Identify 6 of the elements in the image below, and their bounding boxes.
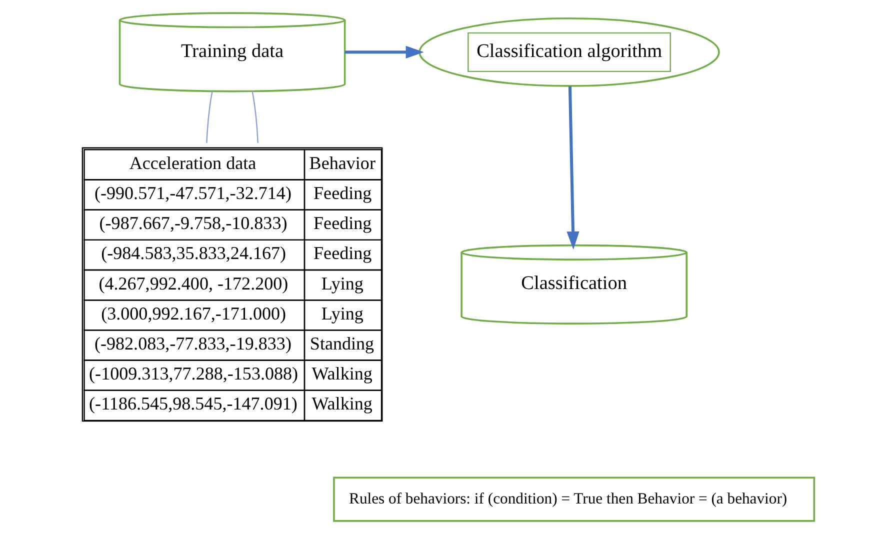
arrow <box>344 46 424 58</box>
node-box: Rules of behaviors: if (condition) = True then Behavior = (a behavior) <box>332 476 815 522</box>
connector <box>206 91 212 143</box>
connector <box>251 91 258 143</box>
node-ellipse: Classification algorithm <box>418 17 720 87</box>
arrow <box>566 86 579 250</box>
